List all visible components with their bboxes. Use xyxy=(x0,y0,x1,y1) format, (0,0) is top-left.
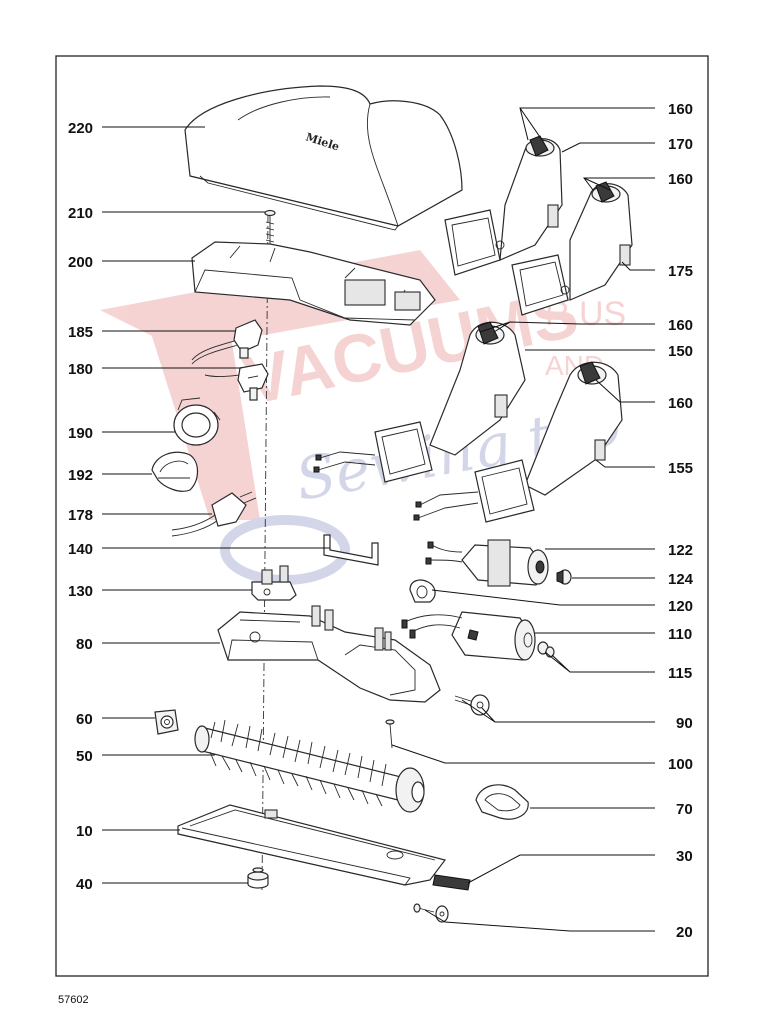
part-label: 122 xyxy=(668,542,693,559)
part-label: 70 xyxy=(676,801,693,818)
clamp-120-icon xyxy=(409,579,436,603)
part-label: 200 xyxy=(68,254,93,271)
screw-100-icon xyxy=(385,719,395,749)
power-plug-icon xyxy=(171,491,257,537)
leader-lines-left xyxy=(102,126,330,884)
switch-plug-180-icon xyxy=(204,363,269,401)
motor-icon xyxy=(425,539,549,587)
bearing-plate-60-icon xyxy=(154,709,179,735)
part-label: 160 xyxy=(668,171,693,188)
brush-cap-124-icon xyxy=(556,569,572,585)
document-number: 57602 xyxy=(58,994,89,1006)
motor-110-icon xyxy=(401,611,536,661)
hose-elbow-155-icon xyxy=(413,361,623,523)
part-label: 20 xyxy=(676,924,693,941)
part-label: 30 xyxy=(676,848,693,865)
part-label: 120 xyxy=(668,598,693,615)
part-label: 40 xyxy=(76,876,93,893)
hose-elbow-150-icon xyxy=(313,321,526,483)
bracket-140-icon xyxy=(323,534,379,566)
part-label: 220 xyxy=(68,120,93,137)
part-label: 130 xyxy=(68,583,93,600)
part-label: 160 xyxy=(668,317,693,334)
part-label: 175 xyxy=(668,263,693,280)
part-label: 160 xyxy=(668,101,693,118)
part-label: 155 xyxy=(668,460,693,477)
top-cover-icon: Miele xyxy=(184,85,463,231)
part-label: 210 xyxy=(68,205,93,222)
part-label: 178 xyxy=(68,507,93,524)
switch-plug-185-icon xyxy=(191,319,263,365)
diagram-frame xyxy=(55,55,709,977)
base-plate-10-icon xyxy=(177,804,447,886)
part-label: 170 xyxy=(668,136,693,153)
foot-40-icon xyxy=(247,867,269,889)
lower-housing-icon xyxy=(217,605,441,703)
part-label: 140 xyxy=(68,541,93,558)
ring-clamp-190-icon xyxy=(173,397,221,446)
part-label: 124 xyxy=(668,571,694,588)
screw-115-icon xyxy=(537,641,555,658)
part-label: 90 xyxy=(676,715,693,732)
hose-elbow-175-icon xyxy=(511,181,633,316)
cord-clip-192-icon xyxy=(151,451,199,492)
part-label: 50 xyxy=(76,748,93,765)
part-labels-left: 220 210 200 185 180 190 192 178 140 130 … xyxy=(68,120,93,893)
part-label: 192 xyxy=(68,467,93,484)
switch-130-icon xyxy=(251,565,297,601)
belt-70-icon xyxy=(475,784,529,820)
part-label: 100 xyxy=(668,756,693,773)
part-label: 160 xyxy=(668,395,693,412)
part-label: 185 xyxy=(68,324,93,341)
part-label: 60 xyxy=(76,711,93,728)
hose-elbow-170-icon xyxy=(444,135,563,276)
part-label: 10 xyxy=(76,823,93,840)
brush-roll-icon xyxy=(194,719,425,813)
part-label: 190 xyxy=(68,425,93,442)
screw-icon xyxy=(264,209,276,250)
knob-90-icon xyxy=(454,694,490,716)
upper-housing-icon xyxy=(191,241,436,326)
part-label: 115 xyxy=(668,665,692,682)
leader-lines-right xyxy=(391,107,655,932)
part-label: 180 xyxy=(68,361,93,378)
part-label: 150 xyxy=(668,343,693,360)
strip-30-icon xyxy=(432,874,471,891)
screw-washer-20-icon xyxy=(413,903,449,923)
part-label: 80 xyxy=(76,636,93,653)
part-labels-right: 160 170 160 175 160 150 160 155 122 124 … xyxy=(668,101,694,941)
part-label: 110 xyxy=(668,626,692,643)
